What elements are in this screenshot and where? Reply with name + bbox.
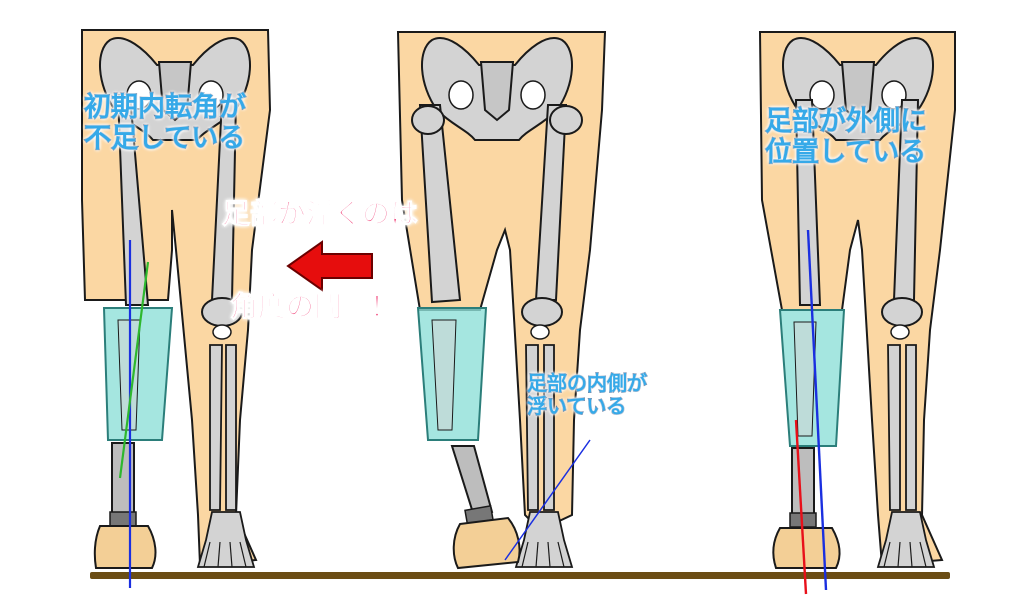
figure-right: [758, 31, 956, 595]
middle-caption: 足部の内側が 浮いている: [526, 371, 647, 418]
left-caption-line2: 不足している: [83, 122, 246, 155]
left-green-line: [118, 261, 150, 479]
left-caption: 初期内転角が 不足している: [83, 91, 246, 155]
middle-prosthetic-foot: [452, 516, 521, 570]
center-pink-line1: 足部が浮くのは: [221, 197, 419, 230]
center-pink-caption-bottom: 角度の問題！: [229, 290, 399, 323]
floor-line: [90, 572, 950, 579]
middle-caption-line1: 足部の内側が: [526, 371, 647, 395]
left-prosthetic-foot: [93, 525, 157, 569]
figure-middle: [396, 31, 607, 570]
right-caption: 足部が外側に 位置している: [764, 105, 927, 169]
left-caption-line1: 初期内転角が: [83, 91, 246, 123]
right-prosthetic-foot: [772, 527, 841, 569]
middle-pointer-line: [504, 439, 591, 561]
middle-caption-line2: 浮いている: [526, 394, 627, 418]
right-caption-line1: 足部が外側に: [764, 105, 927, 137]
center-pink-caption-top: 足部が浮くのは: [221, 197, 419, 230]
right-blue-line: [806, 229, 828, 591]
right-caption-line2: 位置している: [764, 136, 927, 169]
right-red-line: [794, 419, 808, 595]
center-pink-line2: 角度の問題！: [229, 290, 399, 323]
figure-left: [81, 29, 272, 588]
center-arrow: [286, 240, 373, 292]
